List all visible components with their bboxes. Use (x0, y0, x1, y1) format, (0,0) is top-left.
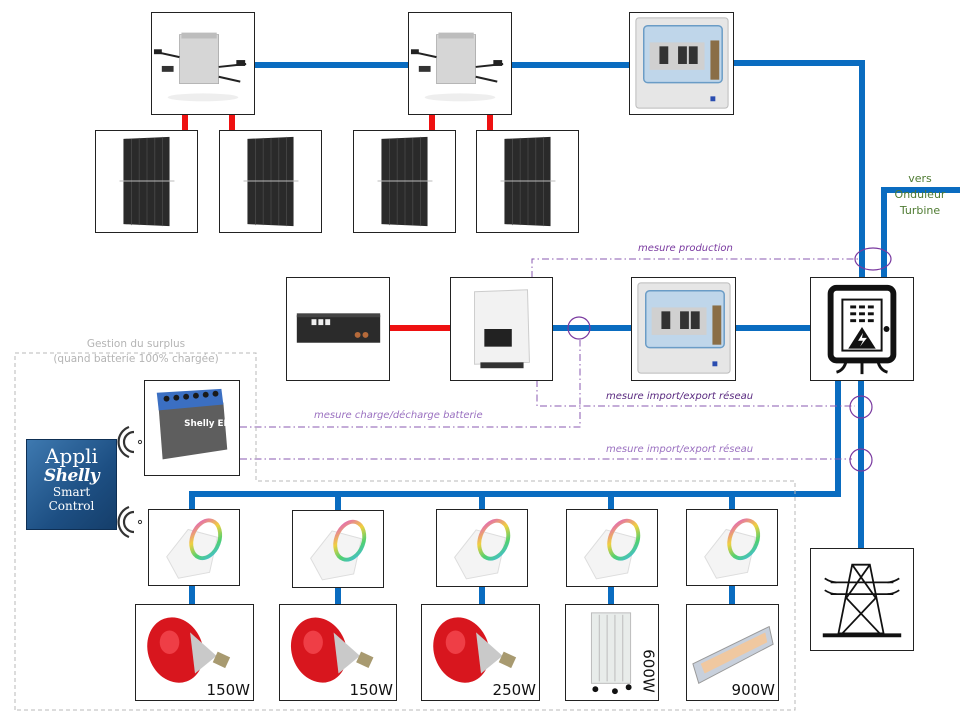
ct-clamp-battery (567, 316, 591, 340)
load-2[interactable]: 150W (279, 604, 397, 701)
load-power-label: 150W (349, 681, 393, 699)
oil-radiator-icon (590, 612, 632, 695)
turbine-note-line-3: Turbine (899, 204, 941, 217)
measure-line-battery (240, 340, 581, 428)
surplus-group-border (14, 352, 796, 711)
breaker-panel-main[interactable] (631, 277, 736, 381)
measure-battery-label: mesure charge/décharge batterie (314, 410, 483, 421)
turbine-note: vers Onduleur Turbine (880, 171, 960, 219)
infrared-bulb-icon (290, 617, 374, 683)
app-subtitle-1: Smart (52, 485, 91, 499)
solar-panel-icon (119, 136, 175, 227)
solar-panel-3[interactable] (353, 130, 456, 233)
micro-inverter-icon (153, 32, 247, 102)
electrical-cabinet-icon (827, 284, 897, 375)
load-1[interactable]: 150W (135, 604, 254, 701)
measure-line-production (531, 258, 860, 278)
quartz-heater-icon (692, 625, 774, 685)
electrical-panel[interactable] (810, 277, 914, 381)
smart-plug-icon (454, 518, 511, 580)
load-4[interactable]: 600W (565, 604, 659, 701)
ac-line-turbine (881, 187, 960, 278)
ct-clamp-grid-2 (849, 448, 873, 472)
power-pylon-icon (822, 563, 902, 638)
infrared-bulb-icon (433, 617, 517, 683)
solar-panel-icon (377, 136, 433, 227)
infrared-bulb-icon (147, 617, 231, 683)
wifi-signal-plug (117, 505, 143, 539)
load-power-label: 150W (206, 681, 250, 699)
ac-line-main-to-loads (189, 380, 841, 509)
surplus-title-line-1: Gestion du surplus (86, 338, 186, 350)
measure-grid-2-label: mesure import/export réseau (606, 444, 754, 455)
smart-plug-4[interactable] (566, 509, 658, 587)
turbine-note-line-1: vers (908, 172, 932, 185)
breaker-panel-production[interactable] (629, 12, 734, 115)
svg-text:Shelly EM: Shelly EM (184, 419, 232, 429)
shelly-app-tile[interactable]: Appli Shelly Smart Control (26, 439, 117, 530)
load-power-label: 900W (731, 681, 775, 699)
app-title: Appli (45, 444, 98, 468)
load-power-label: 600W (639, 649, 658, 693)
smart-plug-1[interactable] (148, 509, 240, 586)
load-3[interactable]: 250W (421, 604, 540, 701)
smart-plug-icon (310, 519, 367, 581)
solar-panel-icon (243, 136, 299, 227)
smart-plug-icon (584, 518, 641, 580)
solar-panel-icon (500, 136, 556, 227)
micro-inverter-icon (410, 32, 504, 102)
ct-clamp-grid-1 (849, 395, 873, 419)
smart-plug-icon (704, 518, 761, 579)
load-power-label: 250W (492, 681, 536, 699)
smart-plug-2[interactable] (292, 510, 384, 588)
battery[interactable] (286, 277, 390, 381)
energy-meter-icon: Shelly EM (156, 388, 232, 460)
micro-inverter-2[interactable] (408, 12, 512, 115)
turbine-note-line-2: Onduleur (894, 188, 946, 201)
hybrid-inverter-icon (474, 289, 530, 369)
ac-line-panel-to-main (734, 60, 865, 278)
hybrid-inverter[interactable] (450, 277, 553, 381)
solar-panel-1[interactable] (95, 130, 198, 233)
load-5[interactable]: 900W (686, 604, 779, 701)
surplus-title-line-2: (quand batterie 100% chargée) (53, 353, 219, 365)
ct-clamp-production (854, 247, 892, 271)
breaker-panel-icon (635, 17, 729, 109)
solar-panel-4[interactable] (476, 130, 579, 233)
power-grid[interactable] (810, 548, 914, 651)
app-subtitle-2: Control (48, 499, 95, 513)
shelly-em[interactable]: Shelly EM (144, 380, 240, 476)
surplus-group-title: Gestion du surplus (quand batterie 100% … (15, 338, 257, 365)
smart-plug-5[interactable] (686, 509, 778, 586)
smart-plug-icon (166, 518, 223, 579)
app-brand: Shelly (43, 466, 100, 486)
wifi-signal-em (117, 425, 143, 459)
solar-panel-2[interactable] (219, 130, 322, 233)
micro-inverter-1[interactable] (151, 12, 255, 115)
measure-line-grid-1 (536, 380, 855, 407)
smart-plug-3[interactable] (436, 509, 528, 587)
measure-grid-1-label: mesure import/export réseau (606, 391, 754, 402)
measure-production-label: mesure production (638, 243, 733, 254)
battery-icon (296, 313, 381, 343)
breaker-panel-icon (637, 282, 731, 374)
